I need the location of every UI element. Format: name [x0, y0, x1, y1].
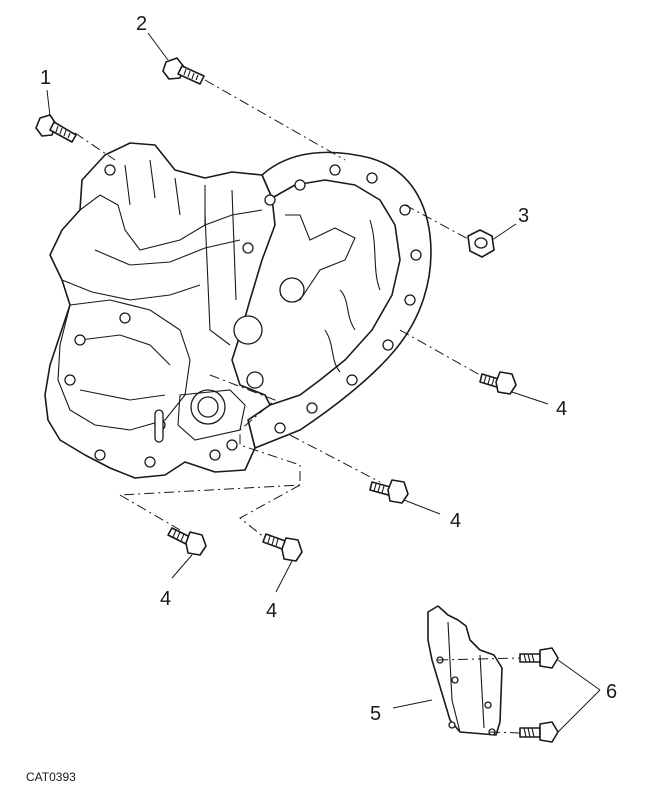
bolt-4-right-upper [479, 371, 517, 395]
callout-4-bottom-left: 4 [160, 588, 171, 610]
bolt-1 [35, 114, 77, 143]
callout-4-right-upper: 4 [556, 398, 567, 420]
callout-4-bottom-mid: 4 [266, 600, 277, 622]
callout-2: 2 [136, 13, 147, 35]
callout-1: 1 [40, 67, 51, 89]
bolt-2 [162, 57, 205, 85]
callout-6: 6 [606, 681, 617, 703]
callout-4-right-lower: 4 [450, 510, 461, 532]
callout-3: 3 [518, 205, 529, 227]
bolt-4-right-lower [369, 479, 409, 504]
callout-5: 5 [370, 703, 381, 725]
gearbox-housing [44, 142, 432, 479]
nut-3 [467, 229, 495, 258]
bolt-4-bottom-left [167, 527, 207, 556]
shield-bolt-lower [519, 721, 559, 743]
shield-bolt-upper [519, 647, 559, 669]
assembly-axis-lines [74, 79, 481, 539]
bolt-4-bottom-mid [262, 533, 303, 562]
callout-leaders [46, 32, 601, 733]
reference-code: CAT0393 [26, 770, 76, 784]
heat-shield [427, 605, 521, 736]
